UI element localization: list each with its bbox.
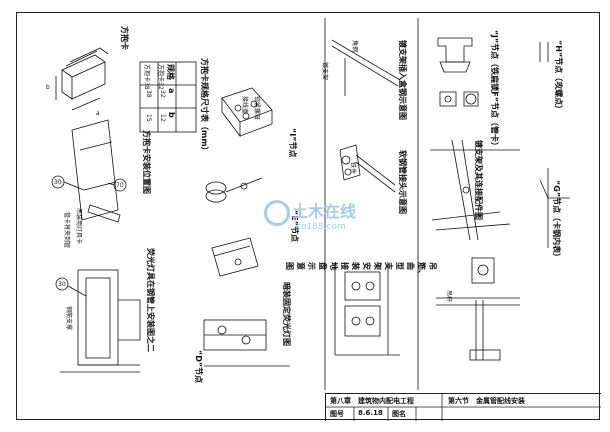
pipe-insert-sketch: [331, 39, 401, 193]
hidden-lamp-sketch: [203, 237, 290, 367]
watermark-logo-icon: [264, 200, 290, 226]
label-steel: 钢筋支撑: [65, 306, 72, 331]
label-clamp: 吊装用灯具卡: [75, 208, 82, 245]
caption-bracket: 吊筋、曲型支架安装接地盘示意图: [285, 262, 437, 278]
label-fix: 铁件: [349, 162, 356, 175]
h-node-sketch: [539, 42, 549, 62]
title-section: 第六节 金属管配线安装: [448, 397, 525, 405]
caption-steel-pipe: 软钢管接头示意图: [398, 150, 407, 214]
caption-f-node: “F”节点（管卡）: [490, 86, 499, 150]
caption-into-box: 镀支架插入盒钢示意图: [398, 40, 407, 120]
title-fig-name-label: 图名: [392, 410, 406, 418]
label-pipe-clamp: 管卡将夹到管: [63, 212, 70, 249]
caption-fangka-pos: 方抱卡安装位置图: [142, 130, 151, 194]
dim-a: a: [96, 110, 100, 117]
label-rod: 吊杆: [445, 290, 452, 303]
label-nut: 锁紧螺母: [253, 96, 260, 121]
label-box: 接线盒: [241, 96, 248, 115]
caption-conduit-bridge: 镀支架及其连接配件图: [474, 140, 483, 220]
table-row-2-spec: 方抱卡38: [143, 64, 150, 90]
caption-d-node: “D”节点: [194, 350, 203, 384]
label-support: 镀支架: [321, 62, 328, 81]
dimension-table-lines: [139, 61, 197, 133]
i-node-sketch: [221, 87, 273, 138]
fangka-sketch: [55, 47, 109, 111]
caption-hidden-lamp: 暗装固定荧光灯图: [282, 282, 291, 346]
table-row-1-a: 32: [159, 90, 166, 98]
table-header-b: b: [167, 112, 176, 118]
bracket-sketch: [436, 257, 520, 361]
title-block-grid: [326, 394, 601, 421]
watermark: 土木在线 co188.com: [262, 190, 372, 250]
drawing-frame: [16, 12, 600, 420]
conduit-bridge-sketch: [430, 139, 520, 241]
e-node-sketch: [205, 177, 263, 203]
fluorescent-sketch: [55, 269, 141, 373]
title-chapter: 第八章 建筑物内配电工程: [330, 397, 414, 405]
table-row-1-spec: 方抱卡32: [157, 64, 164, 90]
caption-fangka: 方抱卡: [120, 26, 129, 50]
title-fig-no-label: 图号: [330, 410, 344, 418]
caption-table: 方抱卡规格尺寸表（mm）: [200, 58, 209, 155]
fangka-position-sketch: [51, 119, 127, 223]
caption-g-node: “G”节点（卡钢内表）: [552, 180, 561, 262]
caption-i-node: “I”节点: [288, 128, 297, 158]
table-row-1-b: 12: [159, 114, 166, 122]
table-header-spec: 规格: [166, 64, 175, 80]
g-node-sketch: [539, 168, 570, 248]
table-row-2-b: 15: [145, 114, 152, 122]
dim-b: b: [46, 84, 50, 91]
dim-30-a: 30: [54, 179, 62, 186]
table-row-2-a: 38: [145, 90, 152, 98]
label-screw: 角钢: [351, 40, 358, 53]
dim-70: 70: [116, 182, 124, 189]
f-node-sketch: [439, 91, 479, 107]
dim-30-b: 30: [58, 281, 66, 288]
title-block: 第八章 建筑物内配电工程 第六节 金属管配线安装 图号 8.6.18 图名: [325, 393, 601, 421]
caption-h-node: “H”节点（攻螺点）: [554, 40, 563, 114]
caption-fluorescent: 荧光灯具在钢管上安装图之二: [146, 248, 155, 352]
table-header-a: a: [167, 88, 176, 94]
title-fig-no: 8.6.18: [358, 409, 383, 417]
junction-boxes: [334, 262, 400, 356]
watermark-main: 土木在线: [292, 202, 357, 221]
watermark-sub: co188.com: [296, 222, 346, 232]
j-node-sketch: [437, 37, 473, 73]
